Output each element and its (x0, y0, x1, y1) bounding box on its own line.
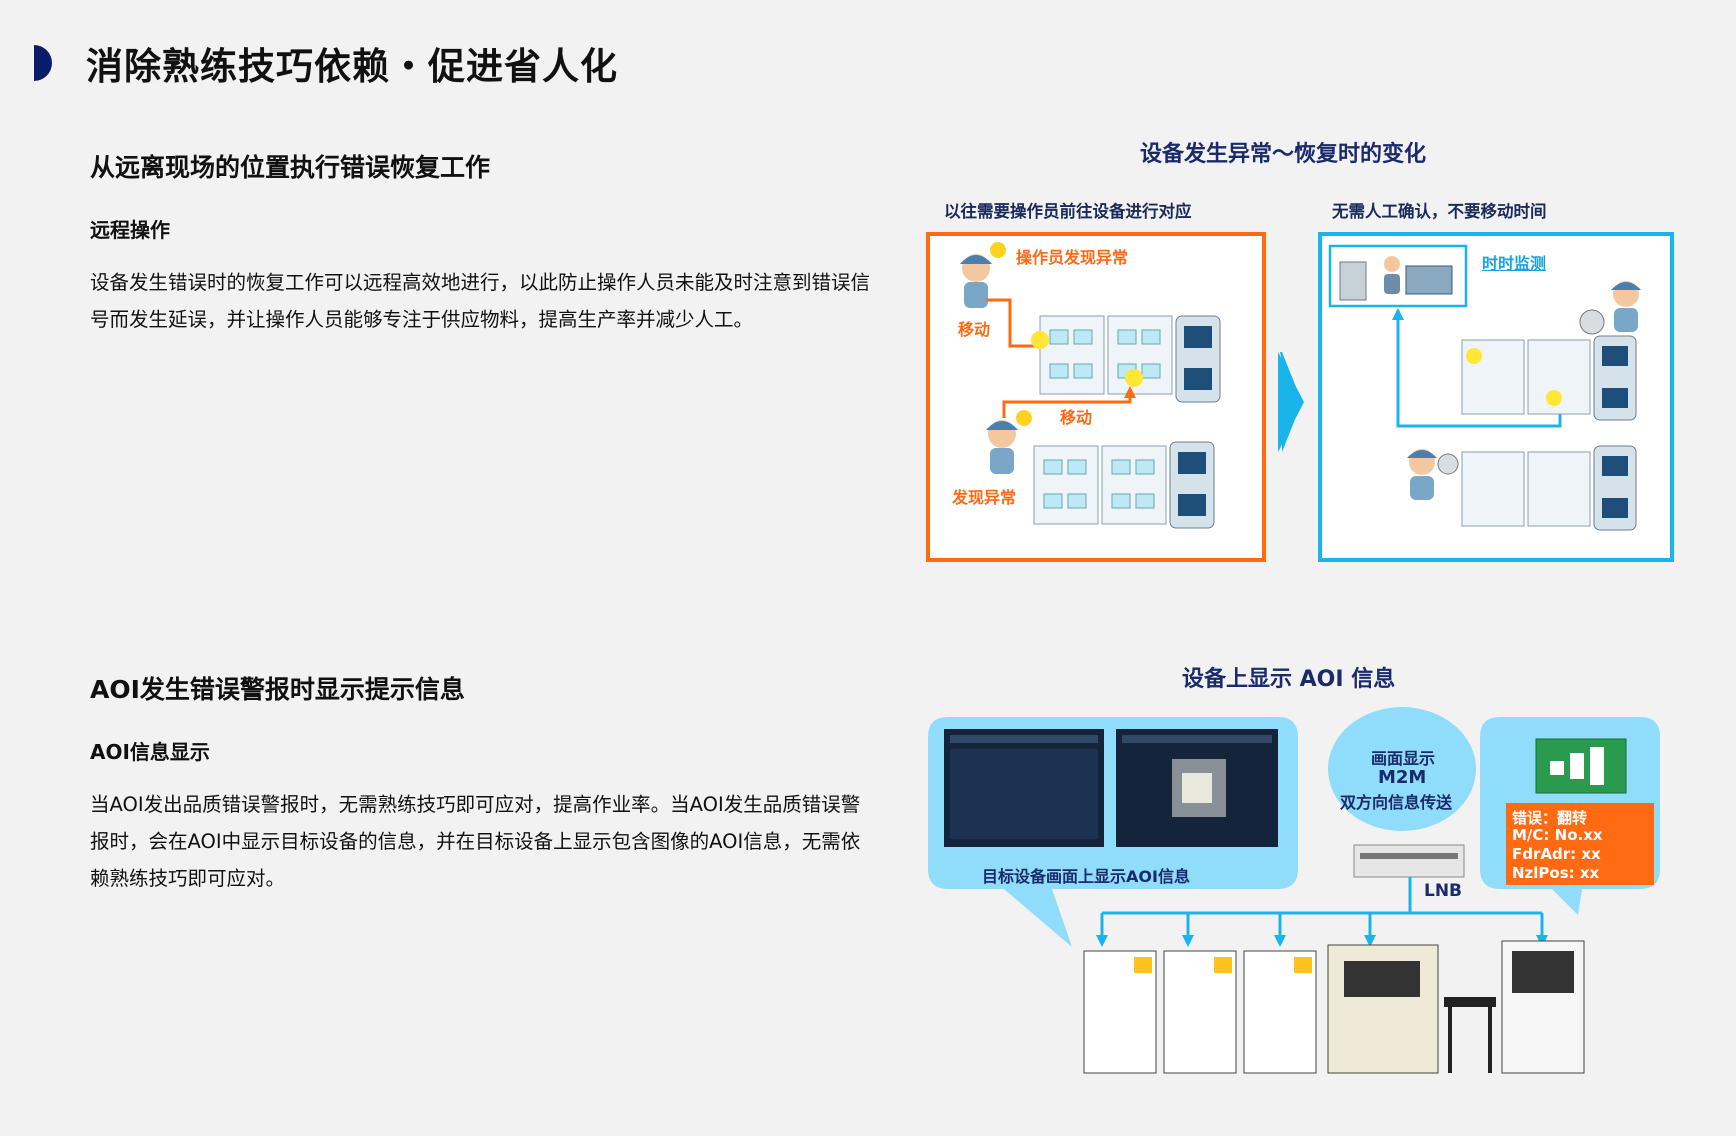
label-operator-found: 操作员发现异常 (1016, 248, 1129, 267)
figure1-left-caption: 以往需要操作员前往设备进行对应 (944, 202, 1192, 221)
operator-icon (986, 410, 1032, 474)
section1-subheading: 远程操作 (90, 218, 170, 242)
label-realtime-monitor: 时时监测 (1482, 254, 1547, 273)
figure-error-recovery: 设备发生异常～恢复时的变化 以往需要操作员前往设备进行对应 无需人工确认，不要移… (920, 130, 1680, 570)
remote-illustration (1328, 244, 1641, 531)
panel-traditional: 操作员发现异常 移动 移动 发现异常 (926, 232, 1266, 562)
error-line-3: FdrAdr: xx (1512, 845, 1601, 863)
label-screen-caption: 目标设备画面上显示AOI信息 (982, 867, 1190, 886)
section1-body: 设备发生错误时的恢复工作可以远程高效地进行，以此防止操作人员未能及时注意到错误信… (90, 271, 871, 331)
section2-heading: AOI发生错误警报时显示提示信息 (90, 675, 465, 704)
section1-heading: 从远离现场的位置执行错误恢复工作 (90, 153, 491, 182)
label-lnb: LNB (1424, 881, 1463, 901)
section2-body: 当AOI发出品质错误警报时，无需熟练技巧即可应对，提高作业率。当AOI发生品质错… (90, 793, 861, 890)
label-found-abnormal: 发现异常 (952, 488, 1017, 507)
label-move-2: 移动 (1060, 408, 1093, 427)
transition-arrow-icon (1278, 352, 1304, 452)
figure2-title: 设备上显示 AOI 信息 (1182, 667, 1396, 692)
error-line-2: M/C: No.xx (1512, 826, 1603, 844)
panel-remote: 时时监测 (1318, 232, 1674, 562)
page-header: 消除熟练技巧依赖・促进省人化 (34, 36, 618, 90)
section-remote-operation: 从远离现场的位置执行错误恢复工作 远程操作 设备发生错误时的恢复工作可以远程高效… (90, 148, 870, 338)
label-m2m-1: 画面显示 (1370, 749, 1435, 768)
section2-subheading: AOI信息显示 (90, 740, 210, 764)
operator-icon (960, 242, 1006, 308)
aoi-network-illustration (928, 707, 1660, 1074)
figure1-title: 设备发生异常～恢复时的变化 (1140, 142, 1427, 167)
machine-row-2 (1033, 441, 1215, 529)
figure1-right-caption: 无需人工确认，不要移动时间 (1332, 202, 1547, 221)
page-title: 消除熟练技巧依赖・促进省人化 (86, 45, 618, 88)
error-line-4: NzlPos: xx (1512, 864, 1600, 882)
label-m2m-3: 双方向信息传送 (1340, 793, 1453, 812)
figure-aoi-display: 设备上显示 AOI 信息 (920, 655, 1680, 1085)
label-m2m-2: M2M (1378, 767, 1427, 788)
machine-row-1 (1031, 315, 1221, 403)
label-move-1: 移动 (958, 320, 991, 339)
traditional-illustration (960, 242, 1221, 529)
title-marker-icon (34, 45, 52, 81)
section-aoi-info: AOI发生错误警报时显示提示信息 AOI信息显示 当AOI发出品质错误警报时，无… (90, 670, 870, 897)
error-line-1: 错误：翻转 (1512, 809, 1588, 827)
